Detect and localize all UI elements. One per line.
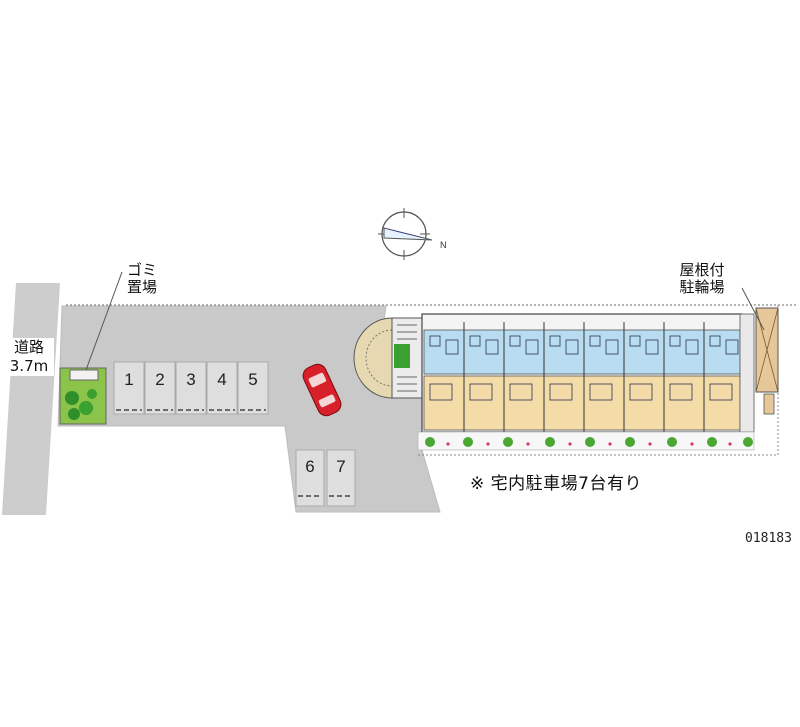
svg-text:2: 2 <box>155 370 164 389</box>
garbage-area <box>59 271 123 425</box>
svg-text:3: 3 <box>186 370 195 389</box>
entrance-stairs <box>353 317 423 399</box>
garbage-label: ゴミ 置場 <box>126 261 157 296</box>
svg-text:6: 6 <box>305 457 314 476</box>
parking-slot-1: 1 <box>113 361 145 415</box>
parking-slot-4: 4 <box>206 361 238 415</box>
property-code: 018183 <box>745 531 792 546</box>
svg-text:7: 7 <box>336 457 345 476</box>
car-icon <box>302 363 342 417</box>
bicycle-parking <box>741 287 779 415</box>
parking-slot-6: 6 <box>295 449 325 507</box>
parking-row-top: 1 2 3 4 5 <box>113 361 269 415</box>
parking-row-bottom: 6 7 <box>295 449 356 507</box>
compass-north-letter: N <box>440 240 447 250</box>
road-label: 道路 3.7m <box>4 338 54 376</box>
svg-text:1: 1 <box>124 370 133 389</box>
svg-text:5: 5 <box>248 370 257 389</box>
parking-slot-7: 7 <box>326 449 356 507</box>
hedge-row <box>417 431 755 451</box>
parking-slot-5: 5 <box>237 361 269 415</box>
svg-text:4: 4 <box>217 370 226 389</box>
compass-icon: N <box>378 208 447 260</box>
road-strip <box>2 283 60 515</box>
apartment-building <box>421 313 755 433</box>
bicycle-parking-label: 屋根付 駐輪場 <box>679 261 725 296</box>
parking-note: ※ 宅内駐車場7台有り <box>470 474 642 494</box>
parking-slot-2: 2 <box>144 361 176 415</box>
parking-slot-3: 3 <box>175 361 207 415</box>
